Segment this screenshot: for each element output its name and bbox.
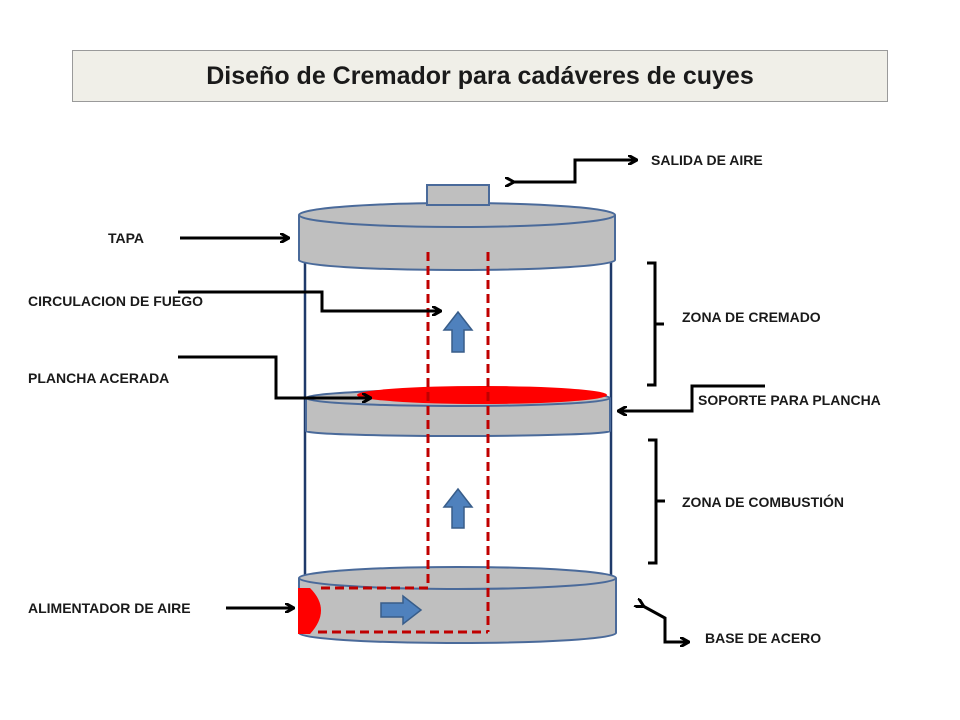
air-outlet-chimney — [426, 184, 490, 206]
label-alimentador-aire: ALIMENTADOR DE AIRE — [28, 600, 191, 616]
bracket-zona-cremado — [647, 261, 664, 387]
diagram-title: Diseño de Cremador para cadáveres de cuy… — [206, 61, 754, 90]
fire-circulation-path — [318, 252, 490, 634]
steel-plate — [357, 386, 607, 404]
leader-soporte — [619, 384, 765, 411]
label-base-acero: BASE DE ACERO — [705, 630, 821, 646]
leader-base-acero — [643, 606, 688, 642]
leader-salida-aire — [513, 160, 636, 182]
title-box: Diseño de Cremador para cadáveres de cuy… — [72, 50, 888, 102]
leader-lines — [178, 160, 765, 642]
label-zona-cremado: ZONA DE CREMADO — [682, 309, 821, 325]
label-plancha-acerada: PLANCHA ACERADA — [28, 370, 169, 386]
flow-arrow-right — [380, 594, 423, 626]
flow-arrow-up-lower — [442, 487, 474, 529]
label-circulacion-fuego: CIRCULACION DE FUEGO — [28, 293, 203, 309]
flow-arrow-up-upper — [442, 310, 474, 353]
bracket-zona-combustion — [648, 438, 665, 565]
leader-plancha — [178, 355, 370, 398]
air-feeder — [298, 588, 321, 634]
label-tapa: TAPA — [108, 230, 144, 246]
label-zona-combustion: ZONA DE COMBUSTIÓN — [682, 493, 844, 510]
leader-circulacion — [178, 290, 440, 311]
label-salida-aire: SALIDA DE AIRE — [651, 152, 763, 168]
label-soporte-plancha: SOPORTE PARA PLANCHA — [698, 392, 881, 408]
steel-base-top — [298, 566, 617, 590]
lid-top — [298, 202, 616, 228]
